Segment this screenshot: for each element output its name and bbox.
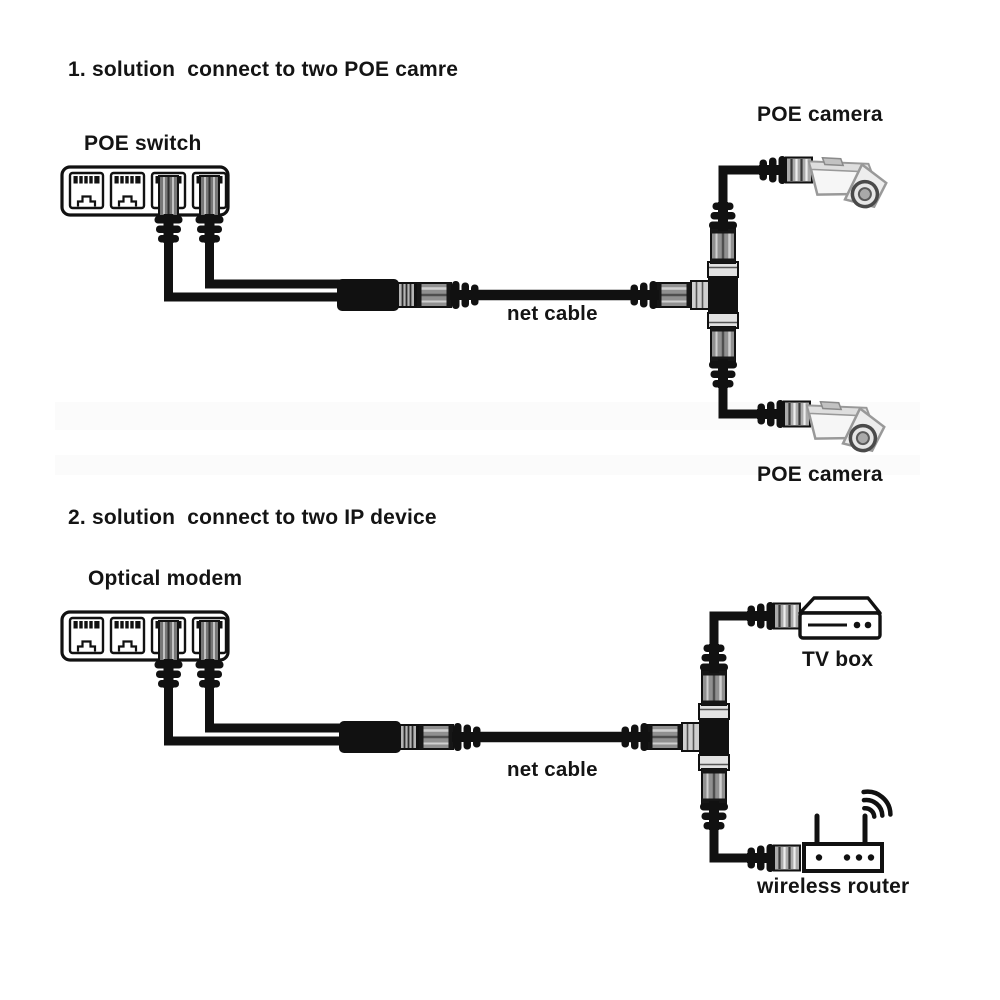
section-1-title: 1. solution connect to two POE camre	[68, 58, 459, 81]
wireless-router-label: wireless router	[757, 875, 910, 898]
tv-box-label: TV box	[802, 648, 874, 671]
section-2-title: 2. solution connect to two IP device	[68, 506, 437, 529]
four-port-modem-icon	[62, 612, 228, 661]
branch-cable-top	[718, 165, 760, 206]
net-cable-label-2: net cable	[507, 758, 598, 781]
patch-cable	[205, 240, 341, 289]
scan-artifact-band	[55, 455, 920, 475]
branch-cable-top	[709, 611, 748, 648]
patch-cable	[164, 685, 341, 746]
rj45-plug-icon	[772, 844, 802, 872]
poe-camera-bottom-label: POE camera	[757, 463, 883, 486]
cable-boot	[154, 659, 183, 688]
cable-boot	[757, 400, 786, 428]
patch-cable	[164, 240, 341, 302]
cable-boot	[747, 602, 776, 630]
cable-boot	[747, 844, 776, 872]
poe-switch-label: POE switch	[84, 132, 202, 155]
t-splitter-icon	[630, 202, 738, 388]
wireless-router-icon	[804, 786, 896, 871]
cable-boot	[759, 156, 788, 184]
solution-2-diagram	[62, 596, 896, 872]
cable-boot	[195, 214, 224, 243]
solution-1-diagram	[62, 148, 892, 457]
cctv-camera-icon	[799, 148, 892, 213]
optical-modem-label: Optical modem	[88, 567, 243, 590]
cable-boot	[195, 659, 224, 688]
t-splitter-icon	[621, 644, 729, 830]
four-port-switch-icon	[62, 167, 228, 216]
patch-cable	[205, 685, 341, 733]
two-to-one-combiner-icon	[339, 721, 481, 753]
branch-cable-bottom	[718, 384, 758, 419]
rj45-plug-icon	[772, 602, 802, 630]
branch-cable-bottom	[709, 826, 748, 863]
cable-boot	[154, 214, 183, 243]
net-cable-label-1: net cable	[507, 302, 598, 325]
two-to-one-combiner-icon	[337, 279, 479, 311]
tv-box-icon	[798, 596, 882, 640]
cctv-camera-icon	[797, 392, 890, 457]
poe-camera-top-label: POE camera	[757, 103, 883, 126]
